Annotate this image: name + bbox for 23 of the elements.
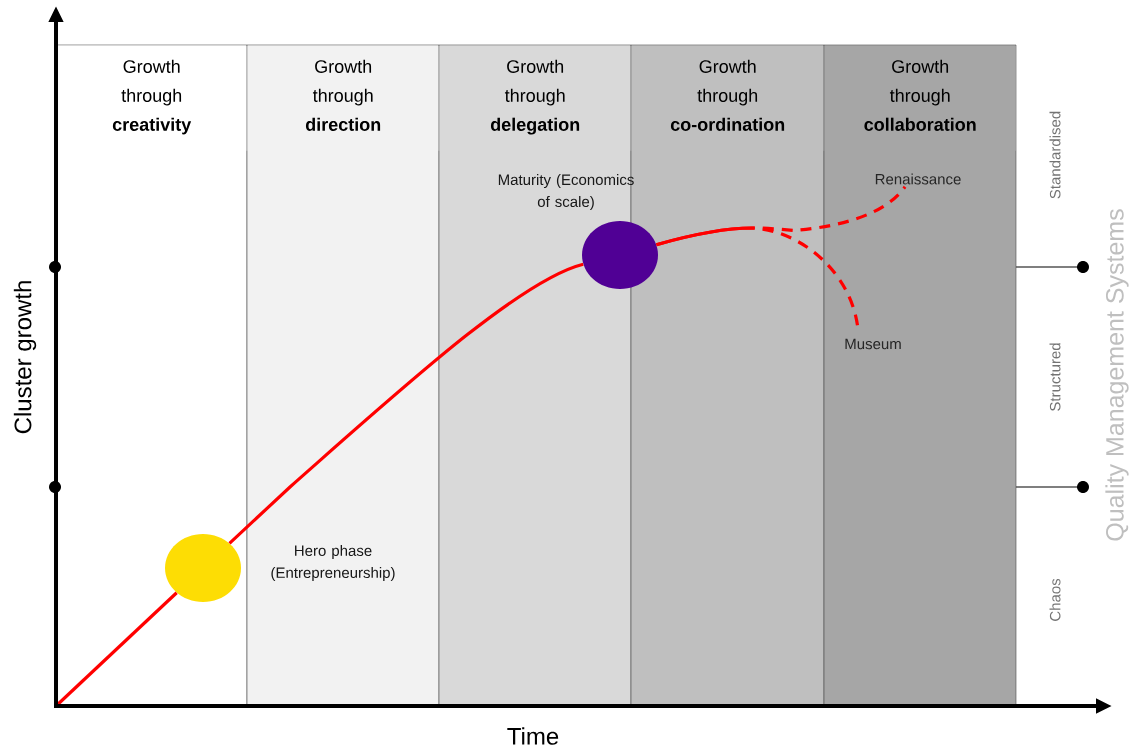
phase-header: Growth through co-ordination — [631, 45, 824, 151]
axis-title: Quality Management Systems — [1105, 209, 1129, 541]
phase-header: Growth through creativity — [56, 45, 247, 151]
phase-marker — [582, 221, 658, 289]
growth-curve — [228, 262, 584, 545]
axis-title: Time — [507, 727, 559, 745]
stage-label: Hero phase (Entrepreneurship) — [271, 545, 395, 581]
level-label: Chaos — [1049, 578, 1061, 621]
node-label: Growth through collaboration — [864, 59, 976, 131]
outcome-label: Renaissance — [875, 173, 961, 185]
stage-label: Maturity (Economics of scale) — [498, 174, 634, 210]
level-label: Standardised — [1049, 111, 1061, 199]
outcome-label: Museum — [845, 338, 901, 350]
axis-title: Cluster growth — [13, 281, 37, 434]
phase-header: Growth through delegation — [439, 45, 631, 151]
node-label: Growth through creativity — [112, 59, 192, 135]
node-label: Growth through direction — [305, 59, 381, 131]
node-label: Growth through delegation — [490, 59, 580, 135]
phase-marker — [165, 534, 241, 602]
level-label: Structured — [1049, 343, 1061, 411]
phase-header: Growth through collaboration — [824, 45, 1016, 151]
node-label: Growth through co-ordination — [670, 59, 785, 131]
phase-header: Growth through direction — [247, 45, 439, 151]
